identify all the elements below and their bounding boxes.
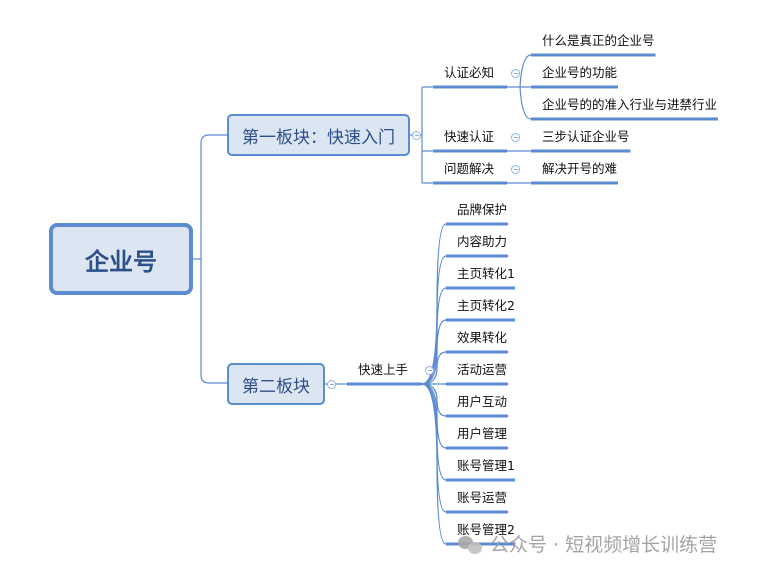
leaf-topic[interactable]: 主页转化2 — [457, 298, 515, 313]
leaf-topic[interactable]: 企业号的的准入行业与进禁行业 — [542, 97, 718, 112]
leaf-topic[interactable]: 主页转化1 — [457, 266, 515, 281]
connector-line — [200, 134, 227, 384]
wechat-icon — [458, 534, 484, 554]
collapse-icon[interactable] — [425, 366, 434, 375]
watermark-text: 公众号 · 短视频增长训练营 — [490, 534, 718, 556]
subtopic-2[interactable]: 快速认证 — [444, 129, 495, 144]
leaf-topic[interactable]: 企业号的功能 — [542, 65, 618, 80]
collapse-icon[interactable] — [327, 380, 336, 389]
leaf-topic[interactable]: 品牌保护 — [457, 202, 508, 217]
connector-line — [421, 351, 447, 385]
leaf-topic[interactable]: 账号管理1 — [457, 458, 515, 473]
connector-line — [421, 383, 447, 545]
branch-node-2[interactable]: 第二板块 — [227, 363, 325, 405]
leaf-topic[interactable]: 账号运营 — [457, 490, 508, 505]
branch-node-1[interactable]: 第一板块：快速入门 — [227, 114, 410, 156]
leaf-topic[interactable]: 内容助力 — [457, 234, 508, 249]
root-label: 企业号 — [85, 247, 157, 276]
leaf-topic[interactable]: 什么是真正的企业号 — [542, 33, 655, 48]
connector-line — [421, 255, 447, 385]
connector-line — [421, 223, 447, 385]
connector-line — [421, 383, 447, 449]
connector-line — [519, 86, 532, 120]
subtopic-quick-start[interactable]: 快速上手 — [358, 362, 409, 377]
root-node[interactable]: 企业号 — [49, 223, 193, 295]
connector-line — [421, 287, 447, 385]
leaf-topic[interactable]: 效果转化 — [457, 330, 508, 345]
leaf-topic[interactable]: 用户管理 — [457, 426, 508, 441]
leaf-topic[interactable]: 活动运营 — [457, 362, 508, 377]
leaf-topic[interactable]: 账号管理2 — [457, 522, 515, 537]
collapse-icon[interactable] — [511, 69, 520, 78]
subtopic-3[interactable]: 问题解决 — [444, 161, 495, 176]
leaf-topic[interactable]: 三步认证企业号 — [542, 129, 630, 144]
branch-2-label: 第二板块 — [242, 376, 310, 397]
leaf-topic[interactable]: 解决开号的难 — [542, 161, 618, 176]
connector-line — [421, 319, 447, 385]
branch-1-label: 第一板块：快速入门 — [242, 127, 395, 148]
collapse-icon[interactable] — [412, 131, 421, 140]
connector-line — [421, 383, 447, 481]
watermark: 公众号 · 短视频增长训练营 — [458, 530, 717, 557]
connector-line — [519, 54, 532, 88]
subtopic-1[interactable]: 认证必知 — [444, 65, 495, 80]
leaf-topic[interactable]: 用户互动 — [457, 394, 508, 409]
collapse-icon[interactable] — [511, 165, 520, 174]
collapse-icon[interactable] — [511, 133, 520, 142]
connector-line — [421, 383, 447, 513]
connector-line — [421, 383, 447, 417]
